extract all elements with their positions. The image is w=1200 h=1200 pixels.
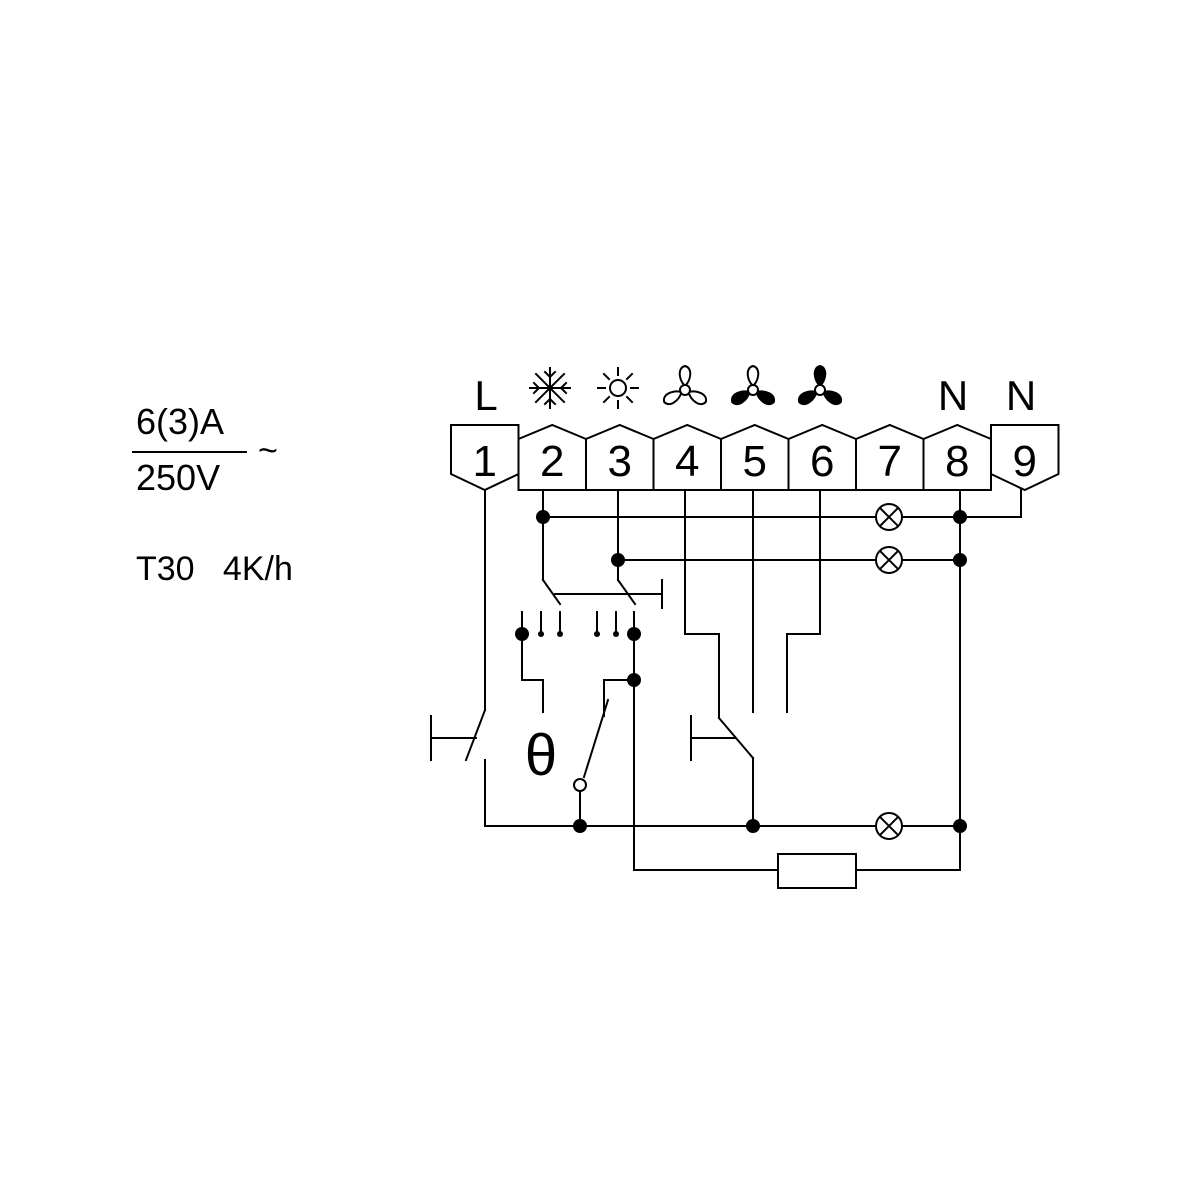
lamp-icon — [875, 503, 903, 531]
junction-dots — [515, 510, 967, 833]
terminal-number: 3 — [608, 437, 632, 486]
junction-dot — [627, 627, 641, 641]
fan-hub — [679, 384, 691, 396]
terminal-number: 7 — [878, 437, 902, 486]
snowflake-icon — [529, 367, 571, 409]
wire-thermostat-right-stub — [603, 679, 635, 717]
rating-voltage: 250V — [136, 457, 220, 498]
terminal-number: 9 — [1013, 437, 1037, 486]
fan-blade — [662, 390, 683, 406]
terminal-1: 1 — [450, 424, 520, 492]
wire-bus-top — [542, 489, 1022, 518]
fan-hub — [814, 384, 826, 396]
mode-switch-blade-right — [616, 578, 637, 606]
fan-blade — [746, 364, 760, 388]
thermostat-symbol: θ — [525, 723, 557, 788]
switch-main-blade — [464, 708, 487, 762]
junction-dot — [515, 627, 529, 641]
sun-icon — [597, 367, 639, 409]
terminal-5: 5 — [720, 423, 790, 491]
fan-hub — [747, 384, 759, 396]
fan-blade — [730, 390, 751, 406]
junction-dot — [953, 510, 967, 524]
terminal-8: 8 — [922, 423, 992, 491]
indicator-lamps — [875, 503, 903, 840]
terminal-number: 6 — [810, 437, 834, 486]
junction-dot — [627, 673, 641, 687]
fan-blade — [797, 390, 818, 406]
thermostat-pivot — [573, 778, 587, 792]
junction-dot — [613, 631, 619, 637]
fan-blade — [813, 364, 827, 388]
lamp-icon — [875, 812, 903, 840]
rating-spec: T30 4K/h — [136, 550, 293, 588]
terminal-4: 4 — [652, 423, 722, 491]
wire-resistor-left — [633, 679, 779, 871]
wiring: θ — [430, 489, 1022, 889]
fan-blade — [755, 390, 776, 406]
wire-terminal-6 — [786, 489, 821, 713]
terminal-7: 7 — [855, 423, 925, 491]
terminal-6: 6 — [787, 423, 857, 491]
terminal-housing — [990, 424, 1060, 492]
fan-medium-icon — [730, 364, 776, 406]
lamp-icon — [875, 546, 903, 574]
thermostat-blade — [582, 698, 610, 779]
label-terminal-8: N — [938, 372, 968, 419]
terminal-3: 3 — [585, 423, 655, 491]
top-labels: L N N — [474, 372, 1036, 419]
fan-blade — [822, 390, 843, 406]
junction-dot — [953, 819, 967, 833]
junction-dot — [611, 553, 625, 567]
junction-dot — [557, 631, 563, 637]
wire-thermostat-left — [521, 633, 544, 713]
fan-blade — [687, 390, 708, 406]
fan-blade — [678, 364, 692, 388]
label-terminal-9: N — [1006, 372, 1036, 419]
fan-high-icon — [797, 364, 843, 406]
terminal-number: 2 — [540, 437, 564, 486]
terminal-housing — [450, 424, 520, 492]
terminal-2: 2 — [517, 423, 587, 491]
junction-dot — [573, 819, 587, 833]
rating-block: 6(3)A 250V ~ T30 4K/h — [132, 401, 293, 588]
junction-dot — [536, 510, 550, 524]
fan-low-icon — [662, 364, 708, 406]
terminal-number: 5 — [743, 437, 767, 486]
wire-terminal-4 — [684, 489, 720, 719]
rating-current: 6(3)A — [136, 401, 224, 442]
mode-switch-blade-left — [541, 578, 562, 606]
junction-dot — [538, 631, 544, 637]
resistor — [777, 853, 857, 889]
terminal-number: 4 — [675, 437, 699, 486]
terminal-9: 9 — [990, 424, 1060, 492]
label-terminal-1: L — [474, 372, 497, 419]
junction-dot — [594, 631, 600, 637]
junction-dot — [953, 553, 967, 567]
junction-dot — [746, 819, 760, 833]
ac-symbol: ~ — [258, 432, 278, 470]
terminal-number: 1 — [473, 437, 497, 486]
terminal-number: 8 — [945, 437, 969, 486]
